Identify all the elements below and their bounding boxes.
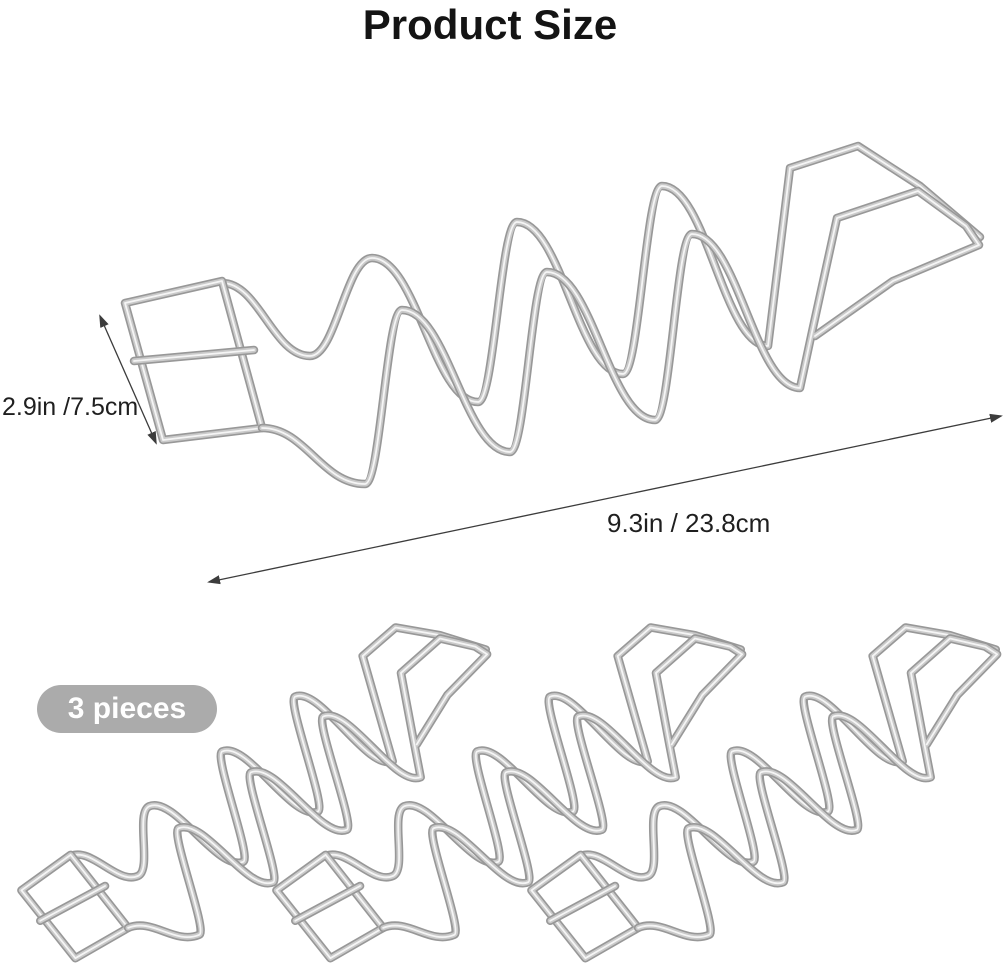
taco-rack-figures <box>0 146 1004 972</box>
page-title: Product Size <box>362 1 618 48</box>
small-rack-2 <box>239 598 800 972</box>
length-dimension-label: 9.3in / 23.8cm <box>607 508 771 538</box>
height-dimension-line <box>99 314 157 445</box>
pieces-count-badge: 3 pieces <box>37 685 217 733</box>
length-dimension-line <box>207 413 1003 585</box>
small-rack-3 <box>494 598 1004 972</box>
small-rack-1 <box>0 598 545 972</box>
dimension-lines <box>99 314 1003 585</box>
main-rack-photo <box>125 146 980 484</box>
height-dimension-label: 2.9in /7.5cm <box>2 393 139 421</box>
